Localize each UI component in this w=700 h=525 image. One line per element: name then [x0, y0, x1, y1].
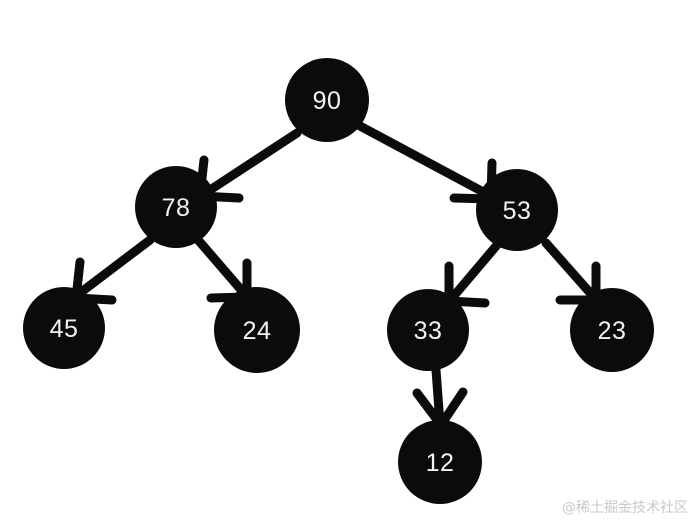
- tree-node-78[interactable]: 78: [135, 166, 217, 248]
- edge-shaft: [541, 238, 597, 300]
- tree-node-53[interactable]: 53: [476, 169, 558, 251]
- edge-shaft: [75, 235, 155, 298]
- edge-53-to-23: [541, 238, 601, 305]
- tree-node-45[interactable]: 45: [23, 287, 105, 369]
- node-circle: [476, 169, 558, 251]
- node-circle: [387, 289, 469, 371]
- node-label: 90: [313, 87, 342, 115]
- edge-90-to-53: [355, 121, 497, 204]
- node-circle: [398, 420, 482, 504]
- node-label: 24: [243, 317, 272, 345]
- node-circle: [570, 288, 654, 372]
- node-label: 23: [598, 317, 627, 345]
- edge-33-to-12: [412, 365, 468, 430]
- edge-shaft: [194, 236, 248, 297]
- node-label: 78: [162, 194, 191, 222]
- node-group: 90 78 53 45 24 33: [23, 58, 654, 504]
- edge-shaft: [202, 128, 302, 197]
- node-circle: [285, 58, 369, 142]
- node-label: 12: [426, 449, 455, 477]
- node-label: 53: [503, 197, 532, 225]
- node-label: 45: [50, 315, 79, 343]
- edge-78-to-45: [71, 235, 155, 305]
- tree-node-24[interactable]: 24: [214, 287, 300, 373]
- node-circle: [23, 287, 105, 369]
- edge-shaft: [431, 365, 445, 429]
- tree-node-23[interactable]: 23: [570, 288, 654, 372]
- tree-node-90[interactable]: 90: [285, 58, 369, 142]
- edge-shaft: [355, 121, 492, 199]
- node-circle: [135, 166, 217, 248]
- node-circle: [214, 287, 300, 373]
- node-label: 33: [414, 317, 443, 345]
- edge-90-to-78: [195, 128, 302, 203]
- edge-shaft: [448, 240, 502, 302]
- watermark: @稀土掘金技术社区: [562, 500, 688, 516]
- edge-78-to-24: [194, 236, 252, 303]
- tree-node-12[interactable]: 12: [398, 420, 482, 504]
- tree-node-33[interactable]: 33: [387, 289, 469, 371]
- edge-53-to-33: [444, 240, 502, 308]
